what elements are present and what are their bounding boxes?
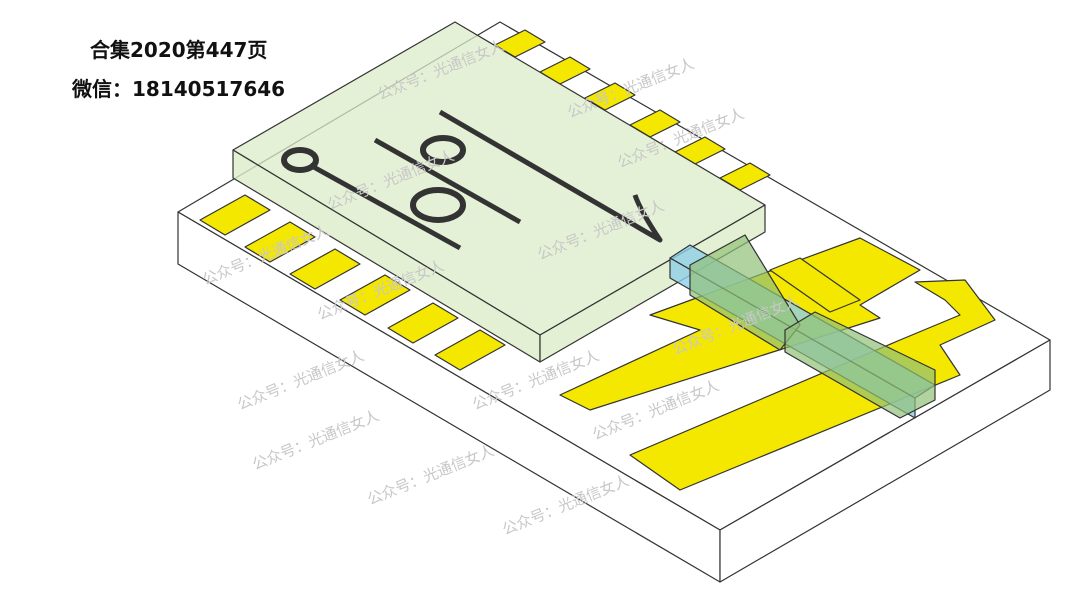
left-pads (199, 194, 506, 371)
watermark-text: 公众号：光通信女人 (365, 441, 497, 508)
collection-label: 合集2020第447页 (90, 38, 268, 62)
back-pads (494, 29, 771, 191)
wechat-label: 微信：18140517646 (72, 77, 286, 101)
modulator-section-2 (784, 311, 936, 419)
watermark-text: 公众号：光通信女人 (235, 346, 367, 413)
watermark-text: 公众号：光通信女人 (250, 406, 382, 473)
waveguides (308, 109, 663, 251)
substrate-right-face (719, 339, 1051, 583)
ring-resonators (281, 135, 466, 223)
